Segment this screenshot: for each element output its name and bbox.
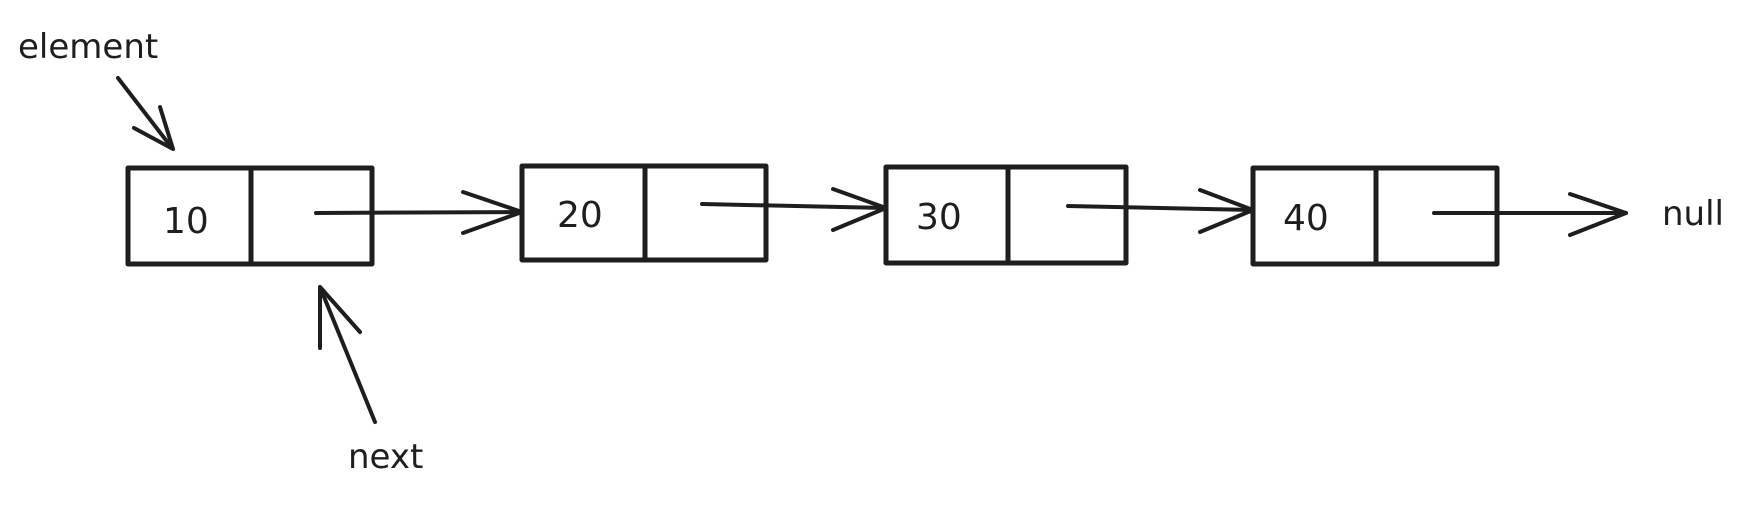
list-node: 10	[125, 165, 375, 267]
next-pointer-arrow	[1066, 188, 1255, 234]
node-value: 40	[1283, 198, 1329, 239]
element-pointer-arrow	[116, 76, 175, 151]
list-node: 30	[883, 164, 1129, 266]
node-value: 20	[557, 195, 603, 236]
list-node: 40	[1250, 165, 1500, 267]
next-pointer-arrow	[700, 187, 888, 232]
element-label: element	[18, 27, 158, 67]
node-value: 30	[916, 197, 962, 238]
next-label: next	[348, 437, 423, 477]
node-value: 10	[163, 201, 209, 242]
next-field-pointer-arrow	[318, 285, 377, 424]
null-label: null	[1662, 194, 1724, 234]
next-pointer-arrow	[314, 190, 524, 235]
list-node: 20	[519, 163, 769, 263]
next-pointer-arrow	[1432, 192, 1628, 237]
